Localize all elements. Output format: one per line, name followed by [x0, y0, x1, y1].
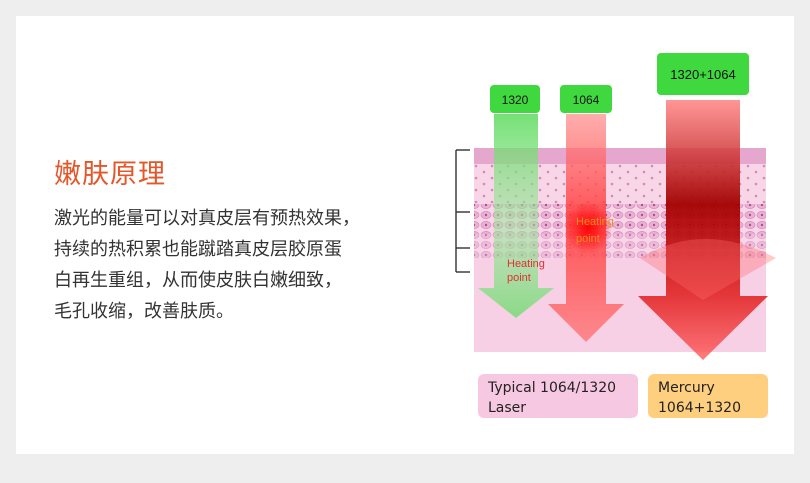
svg-text:1320+1064: 1320+1064 — [670, 67, 735, 82]
svg-text:1320: 1320 — [502, 93, 529, 107]
beam-label-1320: 1320 — [490, 85, 540, 113]
svg-text:1064: 1064 — [573, 93, 600, 107]
caption-typical-laser: Typical 1064/1320 Laser — [478, 374, 638, 418]
caption-mercury-line1: Mercury — [658, 378, 758, 398]
caption-mercury-line2: 1064+1320 — [658, 398, 758, 418]
heating-point-1-line2: point — [507, 272, 531, 284]
heating-point-2-line2: point — [576, 233, 600, 245]
caption-typical-line1: Typical 1064/1320 — [488, 378, 628, 398]
heating-point-1-line1: Heating — [507, 258, 545, 270]
beam-label-1064: 1064 — [560, 85, 612, 113]
heating-point-2-line1: Heating — [576, 216, 614, 228]
caption-typical-line2: Laser — [488, 398, 628, 418]
caption-mercury: Mercury 1064+1320 — [648, 374, 768, 418]
layer-bracket — [456, 150, 470, 272]
beam-label-combined: 1320+1064 — [657, 53, 749, 95]
